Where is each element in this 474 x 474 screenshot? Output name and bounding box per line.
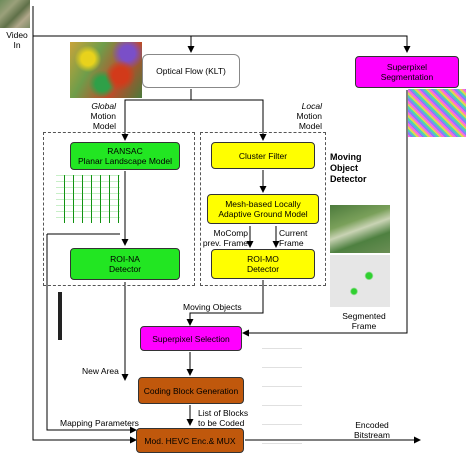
hevc-mux-label: Mod. HEVC Enc.& MUX: [144, 435, 236, 446]
mesh-model-line1: Mesh-based Locally: [225, 199, 301, 209]
encoded-bitstream-label: Encoded Bitstream: [354, 420, 390, 440]
new-area-label: New Area: [82, 366, 119, 376]
cluster-filter-label: Cluster Filter: [238, 150, 288, 161]
segmented-frame-label: Segmented Frame: [342, 311, 386, 331]
current-frame-label: Current Frame: [279, 228, 308, 248]
list-of-blocks-label: List of Blocks to be Coded: [198, 408, 249, 428]
local-motion-group: [200, 132, 326, 286]
segmented-mask-icon: [330, 255, 390, 307]
video-in-label: Video In: [6, 30, 28, 50]
roi-na-strip-icon: [58, 292, 62, 340]
optical-flow-heatmap-icon: [70, 42, 142, 98]
ransac-line1: RANSAC: [107, 146, 143, 156]
motion-vectors-icon: [56, 175, 120, 223]
aerial-photo-icon: [0, 0, 30, 28]
moving-object-detector-label: Moving Object Detector: [330, 152, 367, 184]
global-motion-label: Global Motion Model: [90, 101, 116, 131]
mesh-model-box: Mesh-based Locally Adaptive Ground Model: [207, 194, 319, 224]
block-grid-icon: [262, 342, 302, 462]
roi-na-line1: ROI-NA: [110, 254, 140, 264]
roi-na-line2: Detector: [108, 264, 142, 274]
optical-flow-box: Optical Flow (KLT): [142, 54, 240, 88]
roi-na-box: ROI-NA Detector: [70, 248, 180, 280]
ransac-box: RANSAC Planar Landscape Model: [70, 142, 180, 170]
local-motion-label: Local Motion Model: [296, 101, 322, 131]
superpixel-selection-label: Superpixel Selection: [152, 333, 230, 344]
superpixel-segmentation-box: Superpixel Segmentation: [355, 56, 459, 88]
superpixel-selection-box: Superpixel Selection: [140, 326, 242, 351]
segmented-aerial-icon: [330, 205, 390, 253]
optical-flow-label: Optical Flow (KLT): [156, 66, 226, 76]
coding-block-generation-box: Coding Block Generation: [138, 377, 244, 404]
global-motion-group: [43, 132, 195, 286]
superpixel-noise-icon: [408, 89, 466, 137]
roi-mo-line2: Detector: [246, 264, 280, 274]
roi-mo-box: ROI-MO Detector: [211, 249, 315, 279]
superpixel-segmentation-line1: Superpixel: [386, 62, 428, 72]
mocomp-label: MoComp prev. Frame: [202, 228, 248, 248]
coding-block-generation-label: Coding Block Generation: [143, 385, 239, 396]
hevc-mux-box: Mod. HEVC Enc.& MUX: [136, 428, 244, 453]
moving-objects-label: Moving Objects: [183, 302, 242, 312]
mesh-model-line2: Adaptive Ground Model: [218, 209, 308, 219]
ransac-line2: Planar Landscape Model: [77, 156, 173, 166]
superpixel-segmentation-line2: Segmentation: [380, 72, 434, 82]
mapping-parameters-label: Mapping Parameters: [60, 418, 139, 428]
roi-mo-line1: ROI-MO: [247, 254, 279, 264]
cluster-filter-box: Cluster Filter: [211, 142, 315, 169]
